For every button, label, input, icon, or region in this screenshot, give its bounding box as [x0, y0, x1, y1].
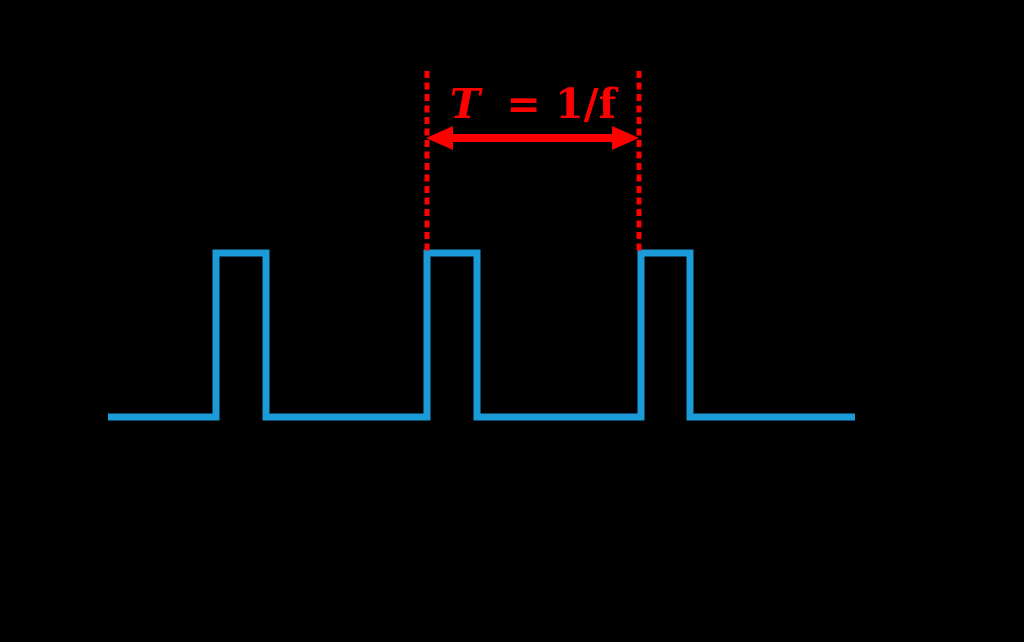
- pulse-waveform: [108, 249, 855, 421]
- period-formula-text: = 1/f: [507, 80, 619, 128]
- arrow-head-left: [426, 126, 453, 150]
- arrow-head-right: [612, 126, 639, 150]
- period-double-arrow: [426, 126, 639, 150]
- period-formula-label: T = 1/f: [450, 80, 619, 128]
- period-symbol: T: [450, 80, 483, 128]
